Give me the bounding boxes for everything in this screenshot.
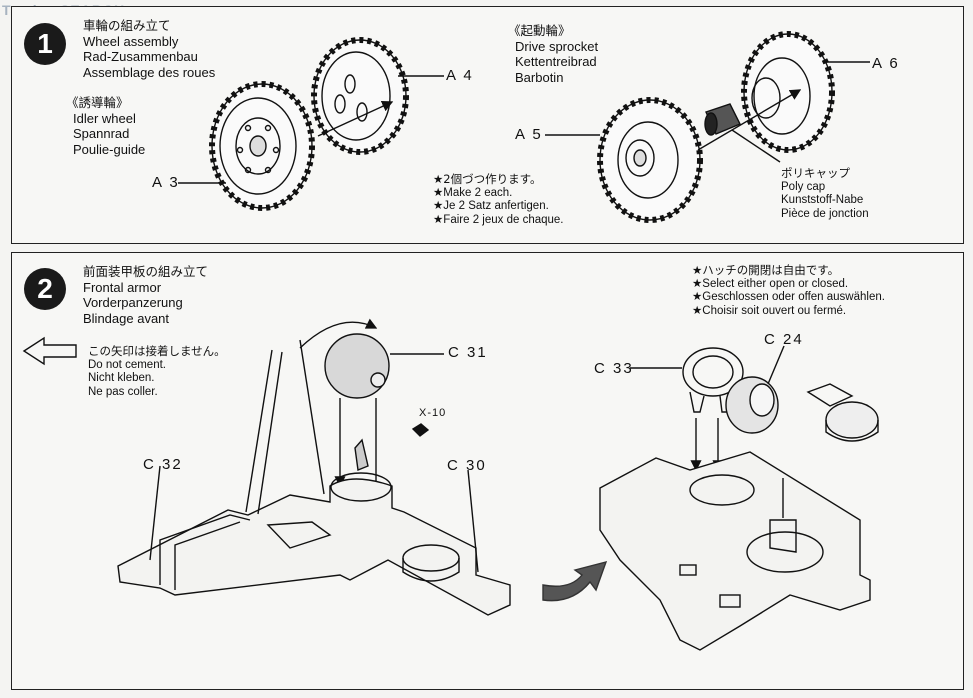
make-two-note: ★2個づつ作ります。 ★Make 2 each. ★Je 2 Satz anfe… xyxy=(433,172,564,226)
frontal-armor-base-left xyxy=(117,339,511,616)
part-c30-label: C 30 xyxy=(447,457,487,474)
frontal-armor-base-right xyxy=(599,451,871,651)
part-x10-label: X-10 xyxy=(419,407,447,419)
idler-wheel-a3-drawing xyxy=(209,81,315,211)
part-c32-label: C 32 xyxy=(143,456,183,473)
hatch-closed-alt-drawing xyxy=(806,383,879,442)
poly-cap-label: ポリキャップ Poly cap Kunststoff-Nabe Pièce de… xyxy=(781,166,869,220)
part-a4-label: A 4 xyxy=(446,67,474,84)
step-2-badge: 2 xyxy=(24,268,66,310)
part-c24-label: C 24 xyxy=(764,331,804,348)
part-c31-label: C 31 xyxy=(448,344,488,361)
part-c33-label: C 33 xyxy=(594,360,634,377)
drive-sprocket-a5-drawing xyxy=(597,97,703,223)
drive-sprocket-a6-drawing xyxy=(741,31,835,153)
poly-cap-drawing xyxy=(704,103,741,136)
part-a5-label: A 5 xyxy=(515,126,543,143)
step-2-title: 前面装甲板の組み立て Frontal armor Vorderpanzerung… xyxy=(83,264,209,326)
part-a6-label: A 6 xyxy=(872,55,900,72)
next-step-arrow-icon xyxy=(542,560,608,602)
do-not-cement-note: この矢印は接着しません。 Do not cement. Nicht kleben… xyxy=(88,344,226,398)
step-1-title: 車輪の組み立て Wheel assembly Rad-Zusammenbau A… xyxy=(83,18,216,80)
idler-wheel-label: 《誘導輪》 Idler wheel Spannrad Poulie-guide xyxy=(66,95,146,157)
step-2-panel xyxy=(11,252,964,690)
idler-wheel-a4-drawing xyxy=(311,37,409,155)
hatch-c24-drawing xyxy=(725,376,779,434)
hatch-c31-drawing xyxy=(299,318,390,399)
do-not-cement-arrow-icon xyxy=(22,336,77,366)
step-1-badge: 1 xyxy=(24,23,66,65)
hatch-note: ★ハッチの開閉は自由です。 ★Select either open or clo… xyxy=(692,263,885,317)
drive-sprocket-label: 《起動輪》 Drive sprocket Kettentreibrad Barb… xyxy=(508,23,599,85)
part-a3-label: A 3 xyxy=(152,174,180,191)
